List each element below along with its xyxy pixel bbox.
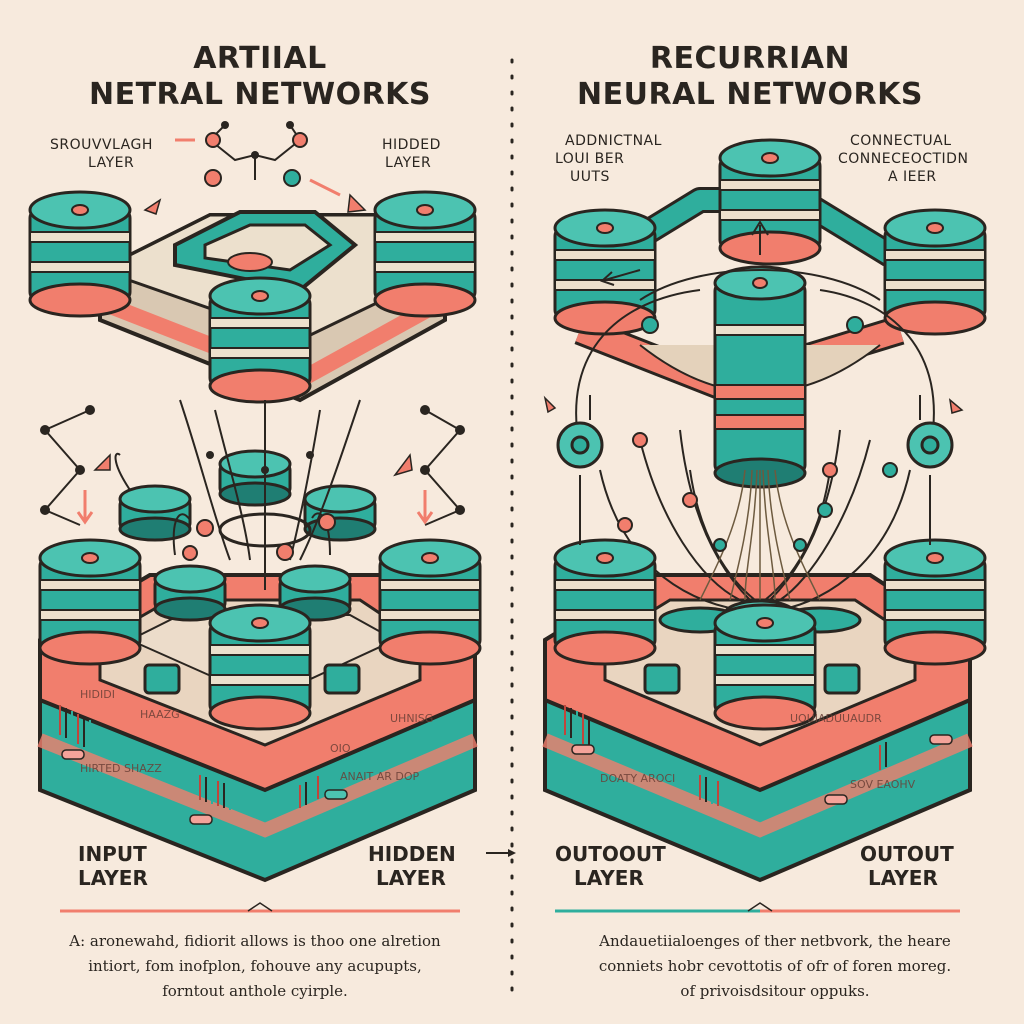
left-label-top-left-line2: LAYER [88,155,135,171]
right-caption-line1: Andauetiialoenges of ther netbvork, the … [599,932,951,950]
left-caption-line3: forntout anthole cyirple. [162,982,348,1000]
left-input-layer-line2: LAYER [78,866,148,890]
right-output-layer-left-line2: LAYER [574,866,644,890]
left-label-top-right-line2: LAYER [385,155,432,171]
left-caption-line1: A: aronewahd, fidiorit allows is thoo on… [69,932,441,950]
right-label-top-left-line1: ADDNICTNAL [565,133,662,149]
left-label-top-left-line1: SROUVVLAGH [50,137,153,153]
left-base-tag-4: ANAIT AR DOP [340,770,420,783]
right-caption-line3: of privoisdsitour oppuks. [680,982,870,1000]
right-output-layer-left-line1: OUTOOUT [555,842,666,866]
right-label-top-left-line3: UUTS [570,169,610,185]
left-title-line2: NETRAL NETWORKS [88,77,432,112]
right-output-layer-right-line1: OUTOUT [860,842,954,866]
left-label-top-right-line1: HIDDED [382,137,441,153]
left-base-tag-6: OIO [330,742,351,755]
right-title-line2: NEURAL NETWORKS [577,77,923,112]
left-base-tag-3: HIRTED SHAZZ [80,762,162,775]
right-label-top-right-line3: A IEER [888,169,937,185]
recurrent-network [542,138,987,883]
left-title-line1: ARTIIAL [193,41,327,76]
left-base-tag-2: HAAZG [140,708,180,721]
left-hidden-layer-line2: LAYER [376,866,446,890]
left-caption-line2: intiort, fom inofplon, fohouve any acupu… [88,957,422,975]
left-input-layer-line1: INPUT [78,842,147,866]
right-title-line1: RECURRIAN [649,41,851,76]
right-base-tag-2: DOATY AROCI [600,772,676,785]
feedforward-network [28,121,482,883]
right-output-layer-right-line2: LAYER [868,866,938,890]
right-label-top-right-line1: CONNECTUAL [850,133,952,149]
right-label-top-right-line2: CONNECEOCTIDN [838,151,969,167]
left-base-tag-5: UHNISG [390,712,434,725]
right-base-tag-3: SOV EAOHV [850,778,916,791]
left-hidden-layer-line1: HIDDEN [368,842,456,866]
left-base-tag-1: HIDIDI [80,688,115,701]
right-label-top-left-line2: LOUI BER [555,151,625,167]
right-caption-line2: conniets hobr cevottotis of ofr of foren… [598,957,952,975]
right-base-tag-1: UOUIADUUAUDR [790,712,882,725]
